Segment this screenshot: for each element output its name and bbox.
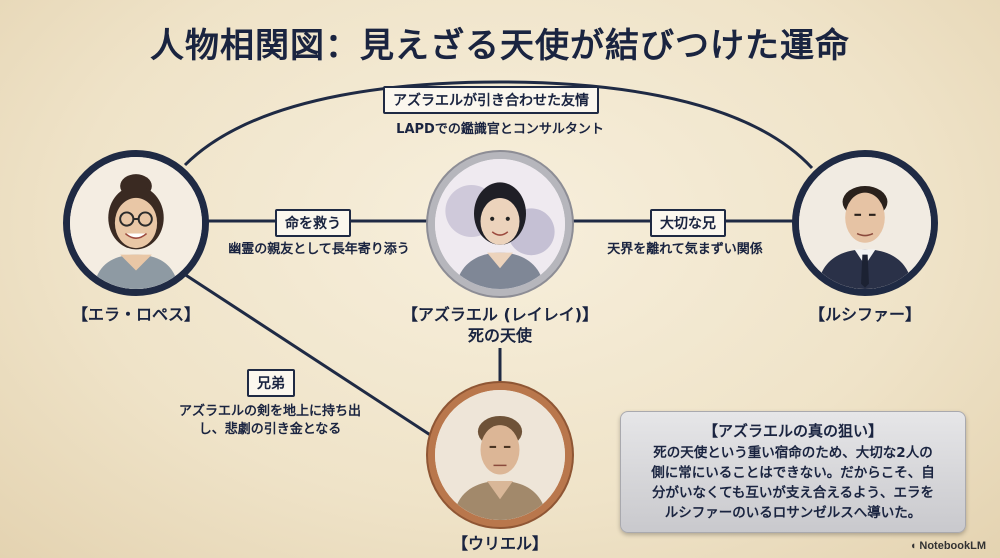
siblings-desc: アズラエルの剣を地上に持ち出 し、悲劇の引き金となる bbox=[170, 403, 370, 439]
siblings-line bbox=[177, 268, 439, 442]
friendship-desc: LAPDでの鑑識官とコンサルタント bbox=[396, 122, 604, 137]
uriel-name: 【ウリエル】 bbox=[451, 534, 548, 553]
save-label: 命を救う bbox=[275, 209, 351, 237]
brother-label: 大切な兄 bbox=[650, 209, 726, 237]
siblings-desc-line2: し、悲劇の引き金となる bbox=[198, 422, 342, 437]
note-line: 分がいなくても互いが支え合えるよう、エラを bbox=[651, 485, 934, 501]
azrael-name: 【アズラエル (レイレイ)】 bbox=[401, 305, 599, 324]
true-aim-note: 【アズラエルの真の狙い】 死の天使という重い宿命のため、大切な2人の 側に常にい… bbox=[620, 411, 966, 533]
notebooklm-logo-icon: ◖ bbox=[909, 540, 917, 552]
notebooklm-brand: ◖NotebookLM bbox=[910, 540, 986, 552]
lucifer-portrait-icon bbox=[799, 157, 931, 289]
save-desc: 幽霊の親友として長年寄り添う bbox=[228, 242, 410, 257]
azrael-avatar bbox=[428, 152, 572, 296]
ella-portrait-icon bbox=[70, 157, 202, 289]
azrael-subtitle: 死の天使 bbox=[467, 326, 532, 345]
ella-name: 【エラ・ロペス】 bbox=[71, 305, 200, 324]
uriel-avatar bbox=[428, 383, 572, 527]
lucifer-avatar bbox=[792, 150, 938, 296]
note-title: 【アズラエルの真の狙い】 bbox=[702, 422, 883, 440]
note-line: ルシファーのいるロサンゼルスへ導いた。 bbox=[664, 505, 922, 521]
brand-text: NotebookLM bbox=[919, 540, 986, 552]
brother-desc: 天界を離れて気まずい関係 bbox=[607, 242, 763, 257]
note-line: 側に常にいることはできない。だからこそ、自 bbox=[651, 465, 935, 481]
uriel-portrait-icon bbox=[435, 390, 565, 520]
friendship-arc bbox=[183, 80, 814, 170]
lucifer-name: 【ルシファー】 bbox=[808, 305, 921, 324]
note-body: 死の天使という重い宿命のため、大切な2人の 側に常にいることはできない。だからこ… bbox=[631, 443, 955, 523]
friendship-label: アズラエルが引き合わせた友情 bbox=[383, 86, 599, 114]
note-line: 死の天使という重い宿命のため、大切な2人の bbox=[653, 445, 933, 461]
siblings-desc-line1: アズラエルの剣を地上に持ち出 bbox=[178, 404, 361, 419]
page-title: 人物相関図：見えざる天使が結びつけた運命 bbox=[150, 26, 850, 66]
azrael-portrait-icon bbox=[435, 159, 565, 289]
siblings-label: 兄弟 bbox=[247, 369, 295, 397]
ella-avatar bbox=[63, 150, 209, 296]
